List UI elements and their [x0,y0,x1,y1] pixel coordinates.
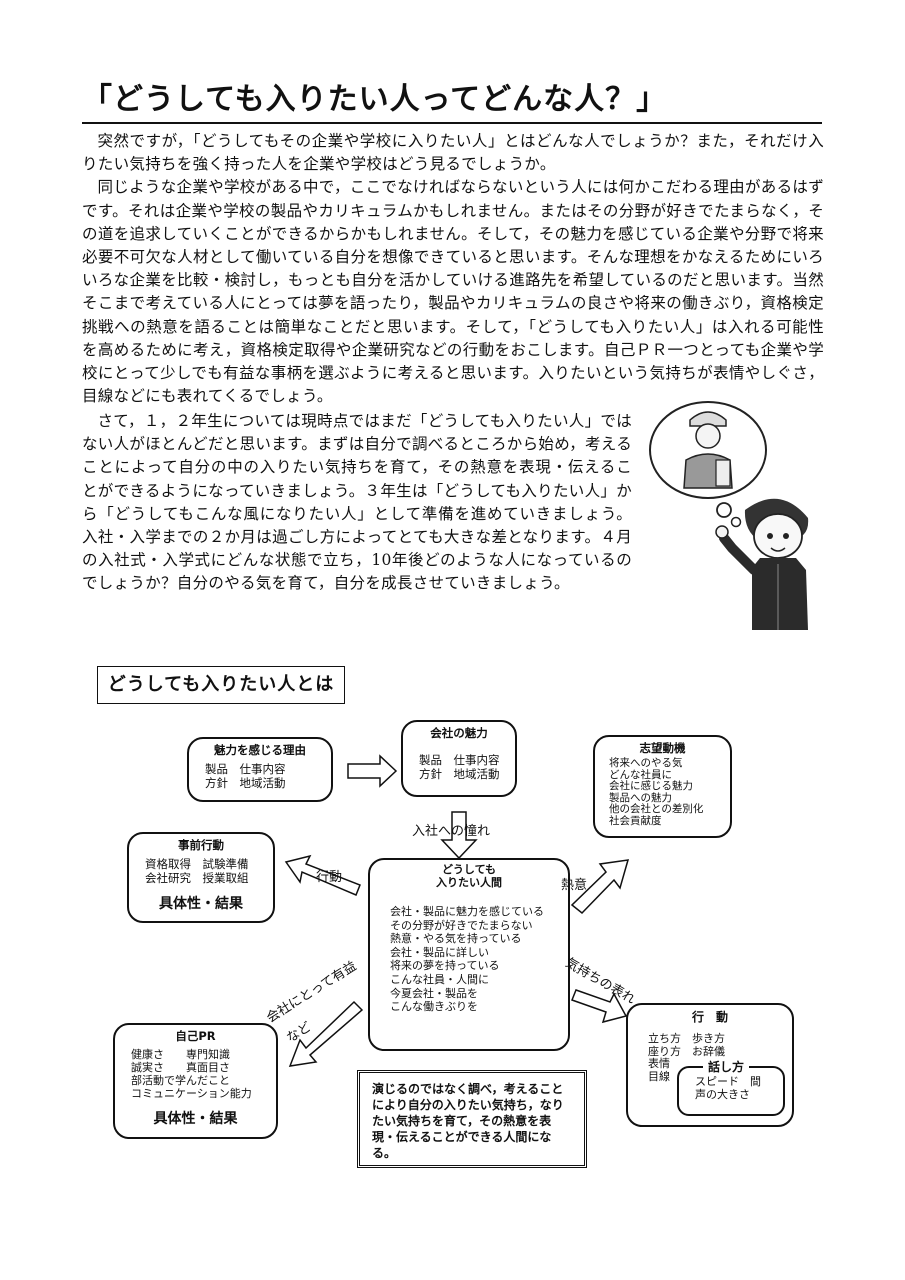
center-line: 熱意・やる気を持っている [390,932,522,946]
pr-line: コミュニケーション能力 [131,1087,252,1100]
prep-result: 具体性・結果 [159,896,243,912]
speech-box-heading: 話し方 [703,1058,749,1075]
motive-line: 社会貢献度 [609,814,662,827]
label-passion: 熱意 [561,878,588,893]
label-action: 行動 [316,870,343,885]
reason-line: 方針 地域活動 [205,776,286,790]
body-text: 突然ですが，「どうしてもその企業や学校に入りたい人」とはどんな人でしょうか？また… [82,130,824,408]
motive-line: どんな社員に [609,768,672,781]
paragraph-2: 同じような企業や学校がある中で，ここでなければならないという人には何かこだわる理… [82,178,824,406]
diagram-title: どうしても入りたい人とは [97,666,345,704]
center-line: その分野が好きでたまらない [390,918,533,932]
motive-line: 会社に感じる魅力 [609,780,693,792]
label-useful-2: など [284,1019,315,1047]
label-useful: 会社にとって有益 [264,958,360,1027]
page-title: 「どうしても入りたい人ってどんな人？」 [82,82,668,117]
center-line: こんな働きぶりを [390,1000,478,1014]
motive-line: 製品への魅力 [609,791,672,804]
pr-result: 具体性・結果 [153,1111,238,1127]
motive-line: 他の会社との差別化 [609,803,704,815]
center-box: どうしても 入りたい人間 会社・製品に魅力を感じている その分野が好きでたまらな… [368,858,570,1051]
label-longing: 入社への憧れ [412,824,491,839]
paragraph-1: 突然ですが，「どうしてもその企業や学校に入りたい人」とはどんな人でしょうか？また… [82,132,824,174]
speech-line: スピード 間 [695,1075,761,1088]
label-feeling: 気持ちの表れ [562,955,638,1008]
prep-line: 会社研究 授業取組 [145,871,249,885]
pr-line: 健康さ 専門知識 [131,1048,230,1061]
motive-box: 志望動機 将来へのやる気 どんな社員に 会社に感じる魅力 製品への魅力 他の会社… [593,735,732,838]
center-line: 会社・製品に詳しい [390,945,489,959]
reason-box-heading: 魅力を感じる理由 [214,743,306,757]
center-box-heading: どうしても 入りたい人間 [436,863,502,889]
center-line: こんな社員・人間に [390,972,489,986]
action-box-heading: 行 動 [691,1010,728,1024]
action-line: 立ち方 歩き方 [648,1032,725,1045]
action-line: 座り方 お辞儀 [648,1044,725,1058]
company-line: 方針 地域活動 [419,767,500,781]
reason-line: 製品 仕事内容 [205,762,286,776]
company-box: 会社の魅力 製品 仕事内容 方針 地域活動 [401,720,517,797]
paragraph-3: さて，１，２年生については現時点ではまだ「どうしても入りたい人」ではない人がほと… [82,412,632,593]
center-line: 会社・製品に魅力を感じている [390,905,544,918]
speech-line: 声の大きさ [695,1087,750,1101]
speech-box: 話し方 スピード 間 声の大きさ [677,1058,785,1116]
prep-line: 資格取得 試験準備 [145,857,249,871]
prep-box: 事前行動 資格取得 試験準備 会社研究 授業取組 具体性・結果 [127,832,275,923]
body-text-2: さて，１，２年生については現時点ではまだ「どうしても入りたい人」ではない人がほと… [82,410,632,596]
reason-box: 魅力を感じる理由 製品 仕事内容 方針 地域活動 [187,737,333,802]
action-line: 表情 [648,1057,670,1070]
company-line: 製品 仕事内容 [419,753,500,767]
center-line: 将来の夢を持っている [390,959,500,973]
prep-box-heading: 事前行動 [178,838,224,852]
student-thinking-illustration [649,401,809,630]
arrow-reason-to-company [347,754,398,788]
action-line: 目線 [648,1069,670,1083]
pr-line: 部活動で学んだこと [131,1074,230,1087]
motive-box-heading: 志望動機 [639,741,686,755]
company-box-heading: 会社の魅力 [430,726,488,740]
summary-note: 演じるのではなく調べ，考えることにより自分の入りたい気持ち，なりたい気持ちを育て… [357,1070,587,1168]
pr-box-heading: 自己PR [175,1029,216,1043]
pr-line: 誠実さ 真面目さ [131,1061,230,1074]
center-line: 今夏会社・製品を [390,986,478,1000]
motive-line: 将来へのやる気 [609,757,683,769]
pr-box: 自己PR 健康さ 専門知識 誠実さ 真面目さ 部活動で学んだこと コミュニケーシ… [113,1023,278,1139]
title-underline [82,122,822,124]
